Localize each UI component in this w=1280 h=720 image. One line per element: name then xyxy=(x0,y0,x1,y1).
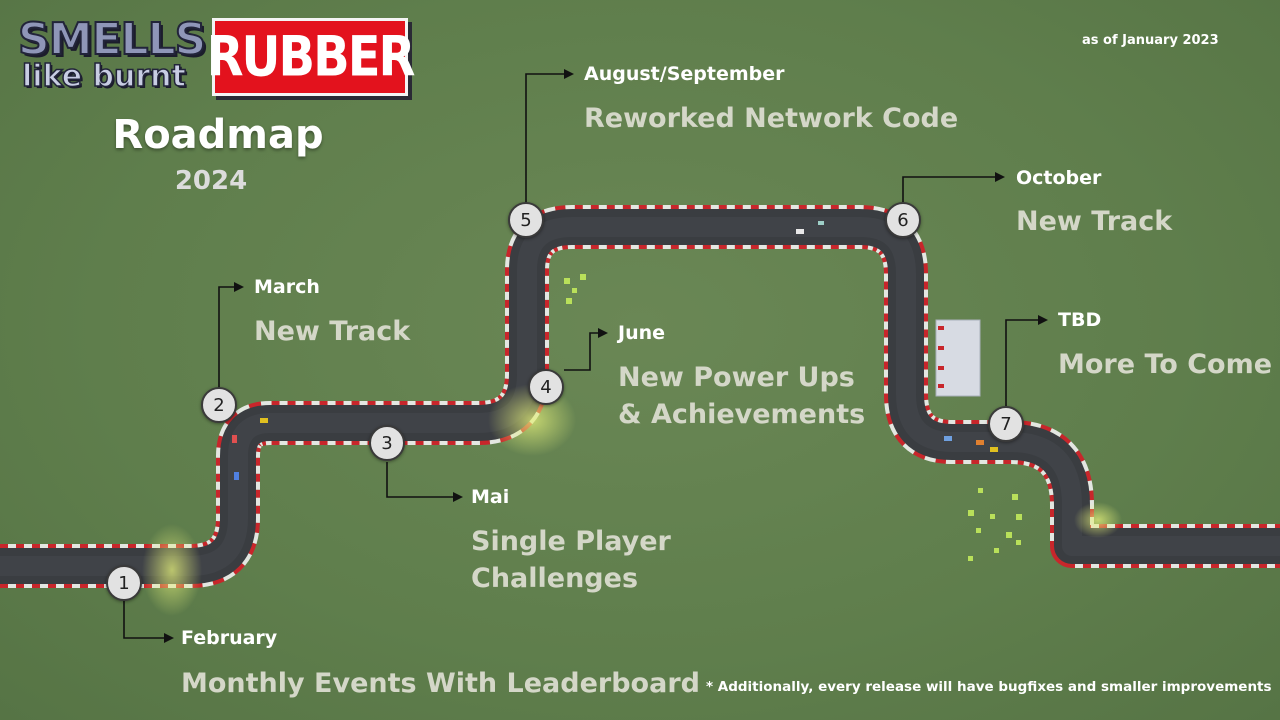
milestone-4-feature-line-2: & Achievements xyxy=(618,399,866,430)
footnote: * Additionally, every release will have … xyxy=(706,679,1272,695)
milestone-6-month: October xyxy=(1016,167,1102,189)
milestone-node-4: 4 xyxy=(528,369,564,405)
cars xyxy=(232,221,998,480)
logo-rubber-badge: RUBBER xyxy=(207,18,415,96)
milestone-5-feature: Reworked Network Code xyxy=(584,103,959,134)
milestone-2-month: March xyxy=(254,276,320,298)
milestone-4-month: June xyxy=(618,322,666,344)
connector-arrowheads xyxy=(164,69,1048,643)
milestone-6-feature: New Track xyxy=(1016,206,1173,237)
milestone-1-feature: Monthly Events With Leaderboard xyxy=(181,668,700,699)
milestone-node-6: 6 xyxy=(885,202,921,238)
milestone-node-3: 3 xyxy=(369,425,405,461)
headlight-glow xyxy=(1074,502,1122,538)
logo-rubber-text: RUBBER xyxy=(206,24,416,90)
milestone-3-month: Mai xyxy=(471,486,510,508)
milestone-3-feature-line-1: Single Player xyxy=(471,526,671,557)
milestone-1-month: February xyxy=(181,627,278,649)
pit-building xyxy=(935,319,981,397)
as-of-date: as of January 2023 xyxy=(1082,33,1219,48)
logo-smells-text: SMELLS xyxy=(17,14,207,65)
sparkles xyxy=(564,274,1022,561)
page-title: Roadmap xyxy=(112,112,324,158)
headlight-glow xyxy=(142,524,202,616)
milestone-7-month: TBD xyxy=(1058,309,1102,331)
milestone-7-feature: More To Come xyxy=(1058,349,1273,380)
milestone-4-feature-line-1: New Power Ups xyxy=(618,362,855,393)
page-year: 2024 xyxy=(174,166,248,196)
milestone-node-5: 5 xyxy=(508,202,544,238)
logo-like-burnt-text: like burnt xyxy=(21,59,186,95)
connector-lines xyxy=(123,73,1040,639)
milestone-node-7: 7 xyxy=(988,406,1024,442)
milestone-2-feature: New Track xyxy=(254,316,411,347)
milestone-5-month: August/September xyxy=(584,63,785,85)
milestone-3-feature-line-2: Challenges xyxy=(471,563,639,594)
milestone-node-2: 2 xyxy=(201,387,237,423)
milestone-node-1: 1 xyxy=(106,565,142,601)
